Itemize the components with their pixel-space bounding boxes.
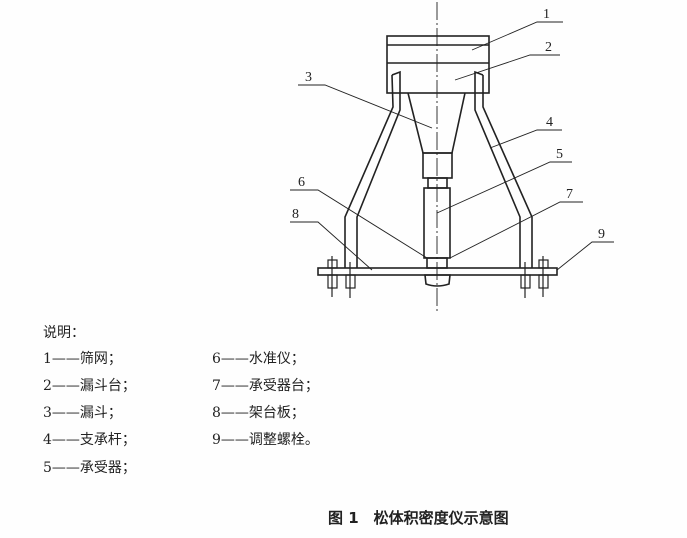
- label-9: 9: [598, 227, 605, 242]
- legend-title: 说明：: [43, 325, 85, 341]
- legend-item: 3——漏斗；: [43, 405, 122, 421]
- label-2: 2: [545, 40, 552, 55]
- legend-item: 7——承受器台；: [212, 378, 319, 394]
- legend-item: 5——承受器；: [43, 460, 136, 476]
- receiver: [423, 187, 451, 287]
- legend-item: 9——调整螺栓。: [212, 432, 319, 448]
- label-7: 7: [566, 187, 573, 202]
- sieve-and-funnel-stand: [386, 35, 490, 94]
- base-plate: [317, 267, 558, 276]
- label-8: 8: [292, 207, 299, 222]
- funnel: [407, 92, 466, 189]
- label-3: 3: [305, 70, 312, 85]
- legend-item: 8——架台板；: [212, 405, 305, 421]
- adjusting-bolts: [327, 256, 549, 298]
- label-4: 4: [546, 115, 553, 130]
- legend-item: 4——支承杆；: [43, 432, 136, 448]
- label-5: 5: [556, 147, 563, 162]
- label-6: 6: [298, 175, 305, 190]
- apparatus-drawing: 1 2 3 4 5 6 7 8 9: [290, 2, 614, 314]
- legend-item: 6——水准仪；: [212, 351, 305, 367]
- label-1: 1: [543, 7, 550, 22]
- support-legs: [344, 70, 533, 268]
- legend-item: 1——筛网；: [43, 351, 122, 367]
- figure-caption: 图 1 松体积密度仪示意图: [328, 509, 509, 527]
- legend-item: 2——漏斗台；: [43, 378, 136, 394]
- leader-lines: [290, 21, 614, 271]
